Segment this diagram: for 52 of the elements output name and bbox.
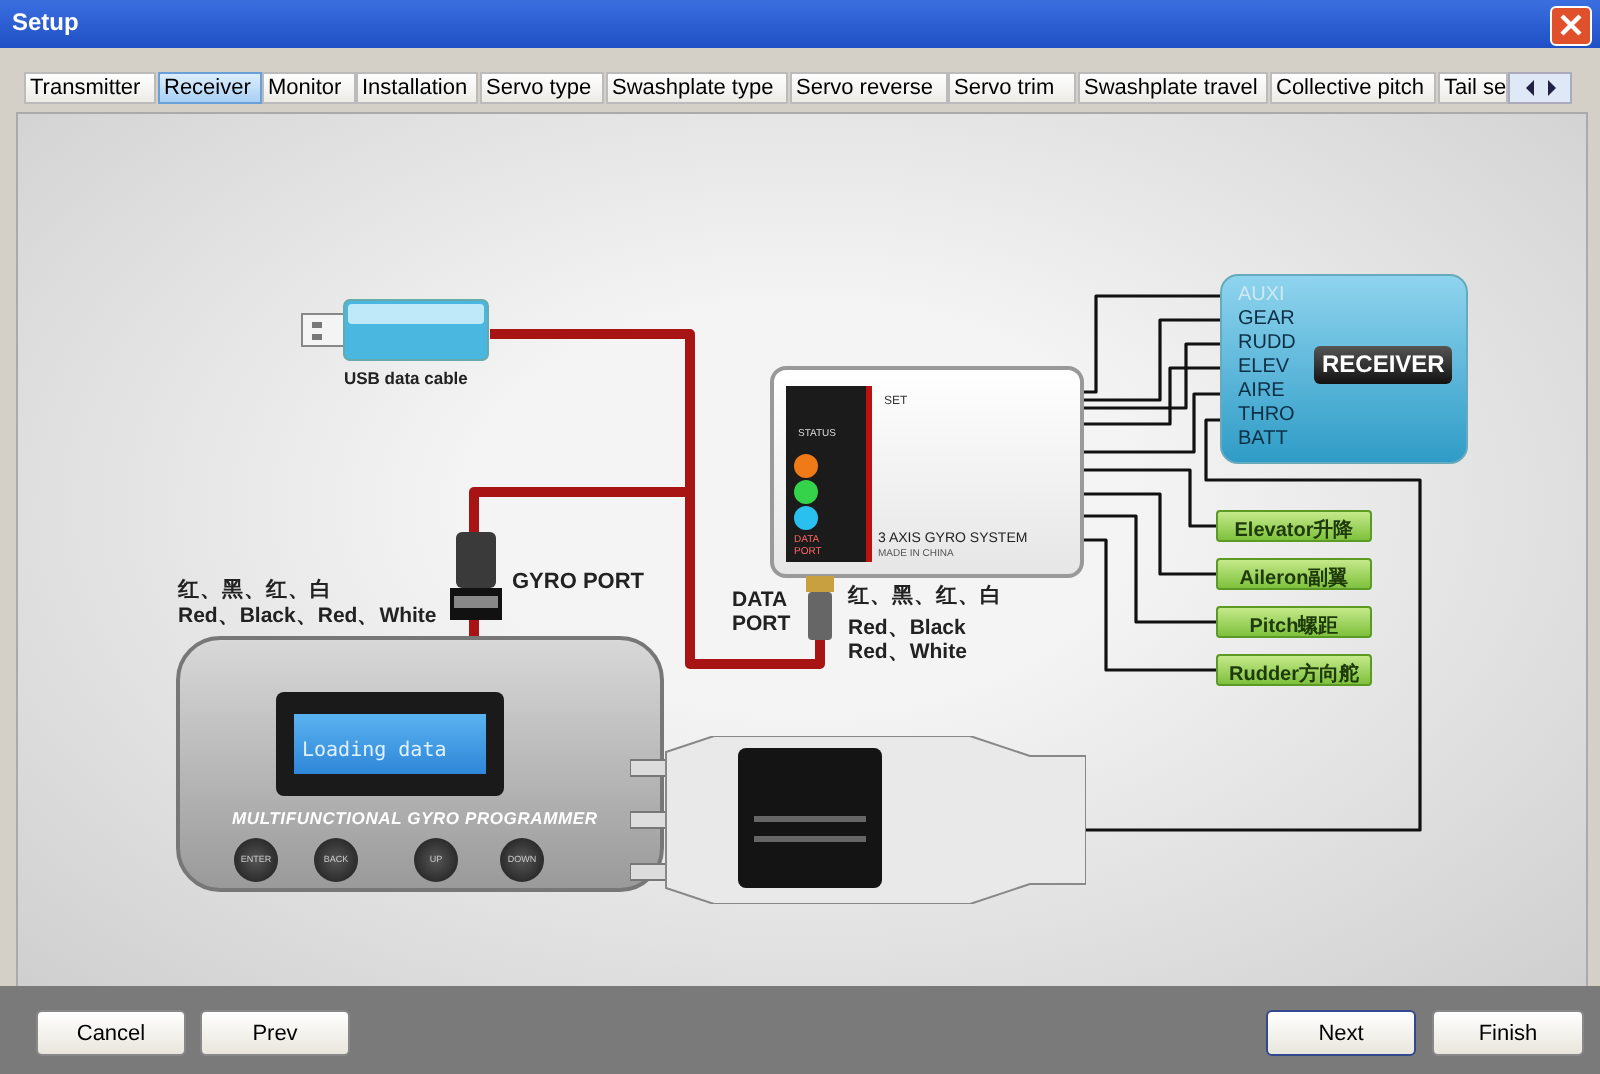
wire <box>1084 492 1216 576</box>
tab: Swashplate travel <box>1078 72 1268 104</box>
tab: Transmitter <box>24 72 156 104</box>
wire <box>1084 318 1220 402</box>
channel-box: Aileron副翼 <box>1216 558 1372 590</box>
cable <box>490 329 825 669</box>
port-label: DATA PORT <box>732 590 793 637</box>
wire <box>1084 514 1216 624</box>
wire <box>1084 468 1216 528</box>
channel-label: RUDD <box>1238 332 1296 354</box>
button: Next <box>1266 1010 1416 1056</box>
tab: Monitor <box>262 72 356 104</box>
button: Prev <box>200 1010 350 1056</box>
tab: Collective pitch <box>1270 72 1436 104</box>
gyro-programmer <box>176 636 664 892</box>
channel-label: BATT <box>1238 428 1288 450</box>
wire <box>1084 538 1216 672</box>
tab: Swashplate type <box>606 72 788 104</box>
wire <box>1084 294 1220 394</box>
tab: Tail se <box>1438 72 1508 104</box>
wire-color-label: 红、黑、红、白 <box>848 586 1002 610</box>
wire <box>1084 392 1220 454</box>
channel-box: Rudder方向舵 <box>1216 654 1372 686</box>
wire <box>1084 366 1220 426</box>
tab: Servo reverse <box>790 72 948 104</box>
device-title: MULTIFUNCTIONAL GYRO PROGRAMMER <box>232 810 598 829</box>
tab: Servo type <box>480 72 604 104</box>
gyro-unit <box>770 366 1084 578</box>
wire-color-label: Red、Black、Red、White <box>178 606 437 630</box>
tab: Servo trim <box>948 72 1076 104</box>
channel-box: Elevator升降 <box>1216 510 1372 542</box>
screen-text: Loading data <box>302 740 447 762</box>
name-plate: RECEIVER <box>1314 346 1453 385</box>
tab: Receiver <box>158 72 262 104</box>
channel-label: AIRE <box>1238 380 1285 402</box>
channel-label: ELEV <box>1238 356 1290 378</box>
receiver-unit <box>1220 274 1468 464</box>
channel-box: Pitch螺距 <box>1216 606 1372 638</box>
channel-label: THRO <box>1238 404 1295 426</box>
wire-color-label: 红、黑、红、白 <box>178 580 332 604</box>
wire <box>1086 418 1422 832</box>
button: Cancel <box>36 1010 186 1056</box>
speed-controller-drawing <box>630 736 1086 904</box>
window-title: Setup <box>12 10 79 37</box>
channel-label: AUXI <box>1238 284 1285 306</box>
channel-label: GEAR <box>1238 308 1295 330</box>
button: Finish <box>1432 1010 1584 1056</box>
wire <box>1084 342 1220 410</box>
wire-color-label: Red、Black Red、White <box>848 618 969 665</box>
cable-caption: USB data cable <box>344 370 468 389</box>
port-label: GYRO PORT <box>512 570 645 595</box>
tab: Installation <box>356 72 478 104</box>
